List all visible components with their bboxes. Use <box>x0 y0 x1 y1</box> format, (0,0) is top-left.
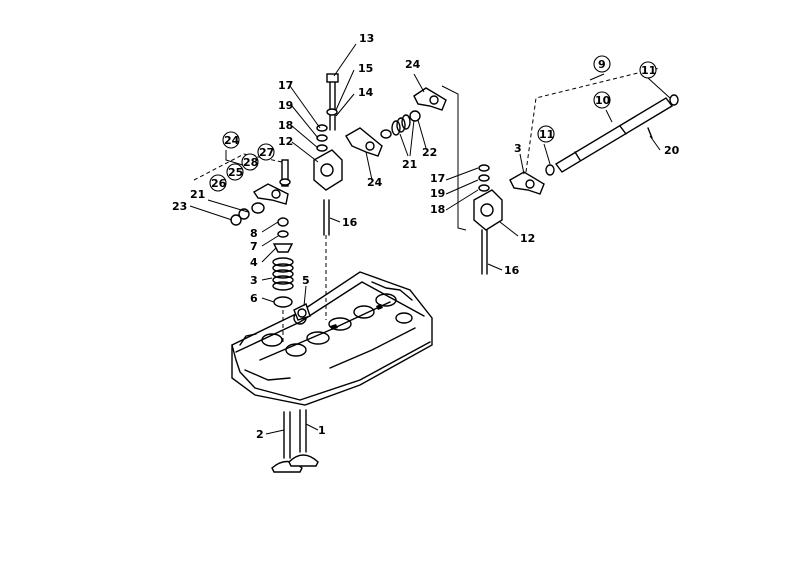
callout-11: 11 <box>539 128 554 141</box>
rocker-arm-center <box>345 87 447 157</box>
callout-3: 3 <box>250 274 258 287</box>
callout-circle-25 <box>226 163 244 181</box>
rocker-arm-left <box>193 150 291 226</box>
valve-1 <box>288 409 319 467</box>
callout-28: 28 <box>243 156 258 169</box>
callout-9: 9 <box>598 58 606 71</box>
callout-18-right: 18 <box>430 203 445 216</box>
callout-24-circled: 24 <box>224 134 240 147</box>
callout-27: 27 <box>259 146 274 159</box>
callout-1: 1 <box>318 424 326 437</box>
rocker-support-center <box>313 73 343 191</box>
callout-11-top: 11 <box>641 64 656 77</box>
callout-2: 2 <box>256 428 264 441</box>
callout-labels: 13 15 14 17 19 18 12 24 24 27 28 25 26 2… <box>172 32 680 441</box>
callout-circle-11-top <box>639 61 657 79</box>
callout-circle-10 <box>593 91 611 109</box>
callout-5: 5 <box>302 274 310 287</box>
callout-17: 17 <box>278 79 293 92</box>
callout-19-right: 19 <box>430 187 445 200</box>
callout-18: 18 <box>278 119 293 132</box>
callout-20: 20 <box>664 144 680 157</box>
valve-spring-group <box>272 217 311 345</box>
callout-circle-24 <box>222 131 240 149</box>
rocker-arm-right <box>441 85 545 275</box>
callout-circle-28 <box>241 153 259 171</box>
callout-circle-26 <box>209 174 227 192</box>
callout-25: 25 <box>228 166 243 179</box>
push-rod-left <box>323 199 330 320</box>
callout-16-left: 16 <box>342 216 358 229</box>
callout-6: 6 <box>250 292 258 305</box>
callout-24-top: 24 <box>405 58 421 71</box>
callout-24-rocker: 24 <box>367 176 383 189</box>
callout-24-right: 3 <box>514 142 522 155</box>
callout-4: 4 <box>250 256 258 269</box>
callout-13: 13 <box>359 32 374 45</box>
callout-circle-9 <box>593 55 611 73</box>
callout-17-right: 17 <box>430 172 445 185</box>
callout-circle-27 <box>257 143 275 161</box>
callout-21-center: 21 <box>402 158 417 171</box>
callout-12: 12 <box>278 135 293 148</box>
callout-15: 15 <box>358 62 373 75</box>
callout-8: 8 <box>250 227 258 240</box>
callout-14: 14 <box>358 86 374 99</box>
callout-10: 10 <box>595 94 611 107</box>
callout-7: 7 <box>250 240 258 253</box>
callout-12-right: 12 <box>520 232 535 245</box>
rocker-shaft <box>525 67 679 176</box>
callout-22: 22 <box>422 146 437 159</box>
cylinder-head <box>231 271 433 406</box>
callout-16-right: 16 <box>504 264 520 277</box>
callout-26: 26 <box>211 177 227 190</box>
callout-21-left: 21 <box>190 188 205 201</box>
callout-19: 19 <box>278 99 293 112</box>
callout-circle-11 <box>537 125 555 143</box>
callout-23: 23 <box>172 200 187 213</box>
leader-lines <box>189 43 671 435</box>
